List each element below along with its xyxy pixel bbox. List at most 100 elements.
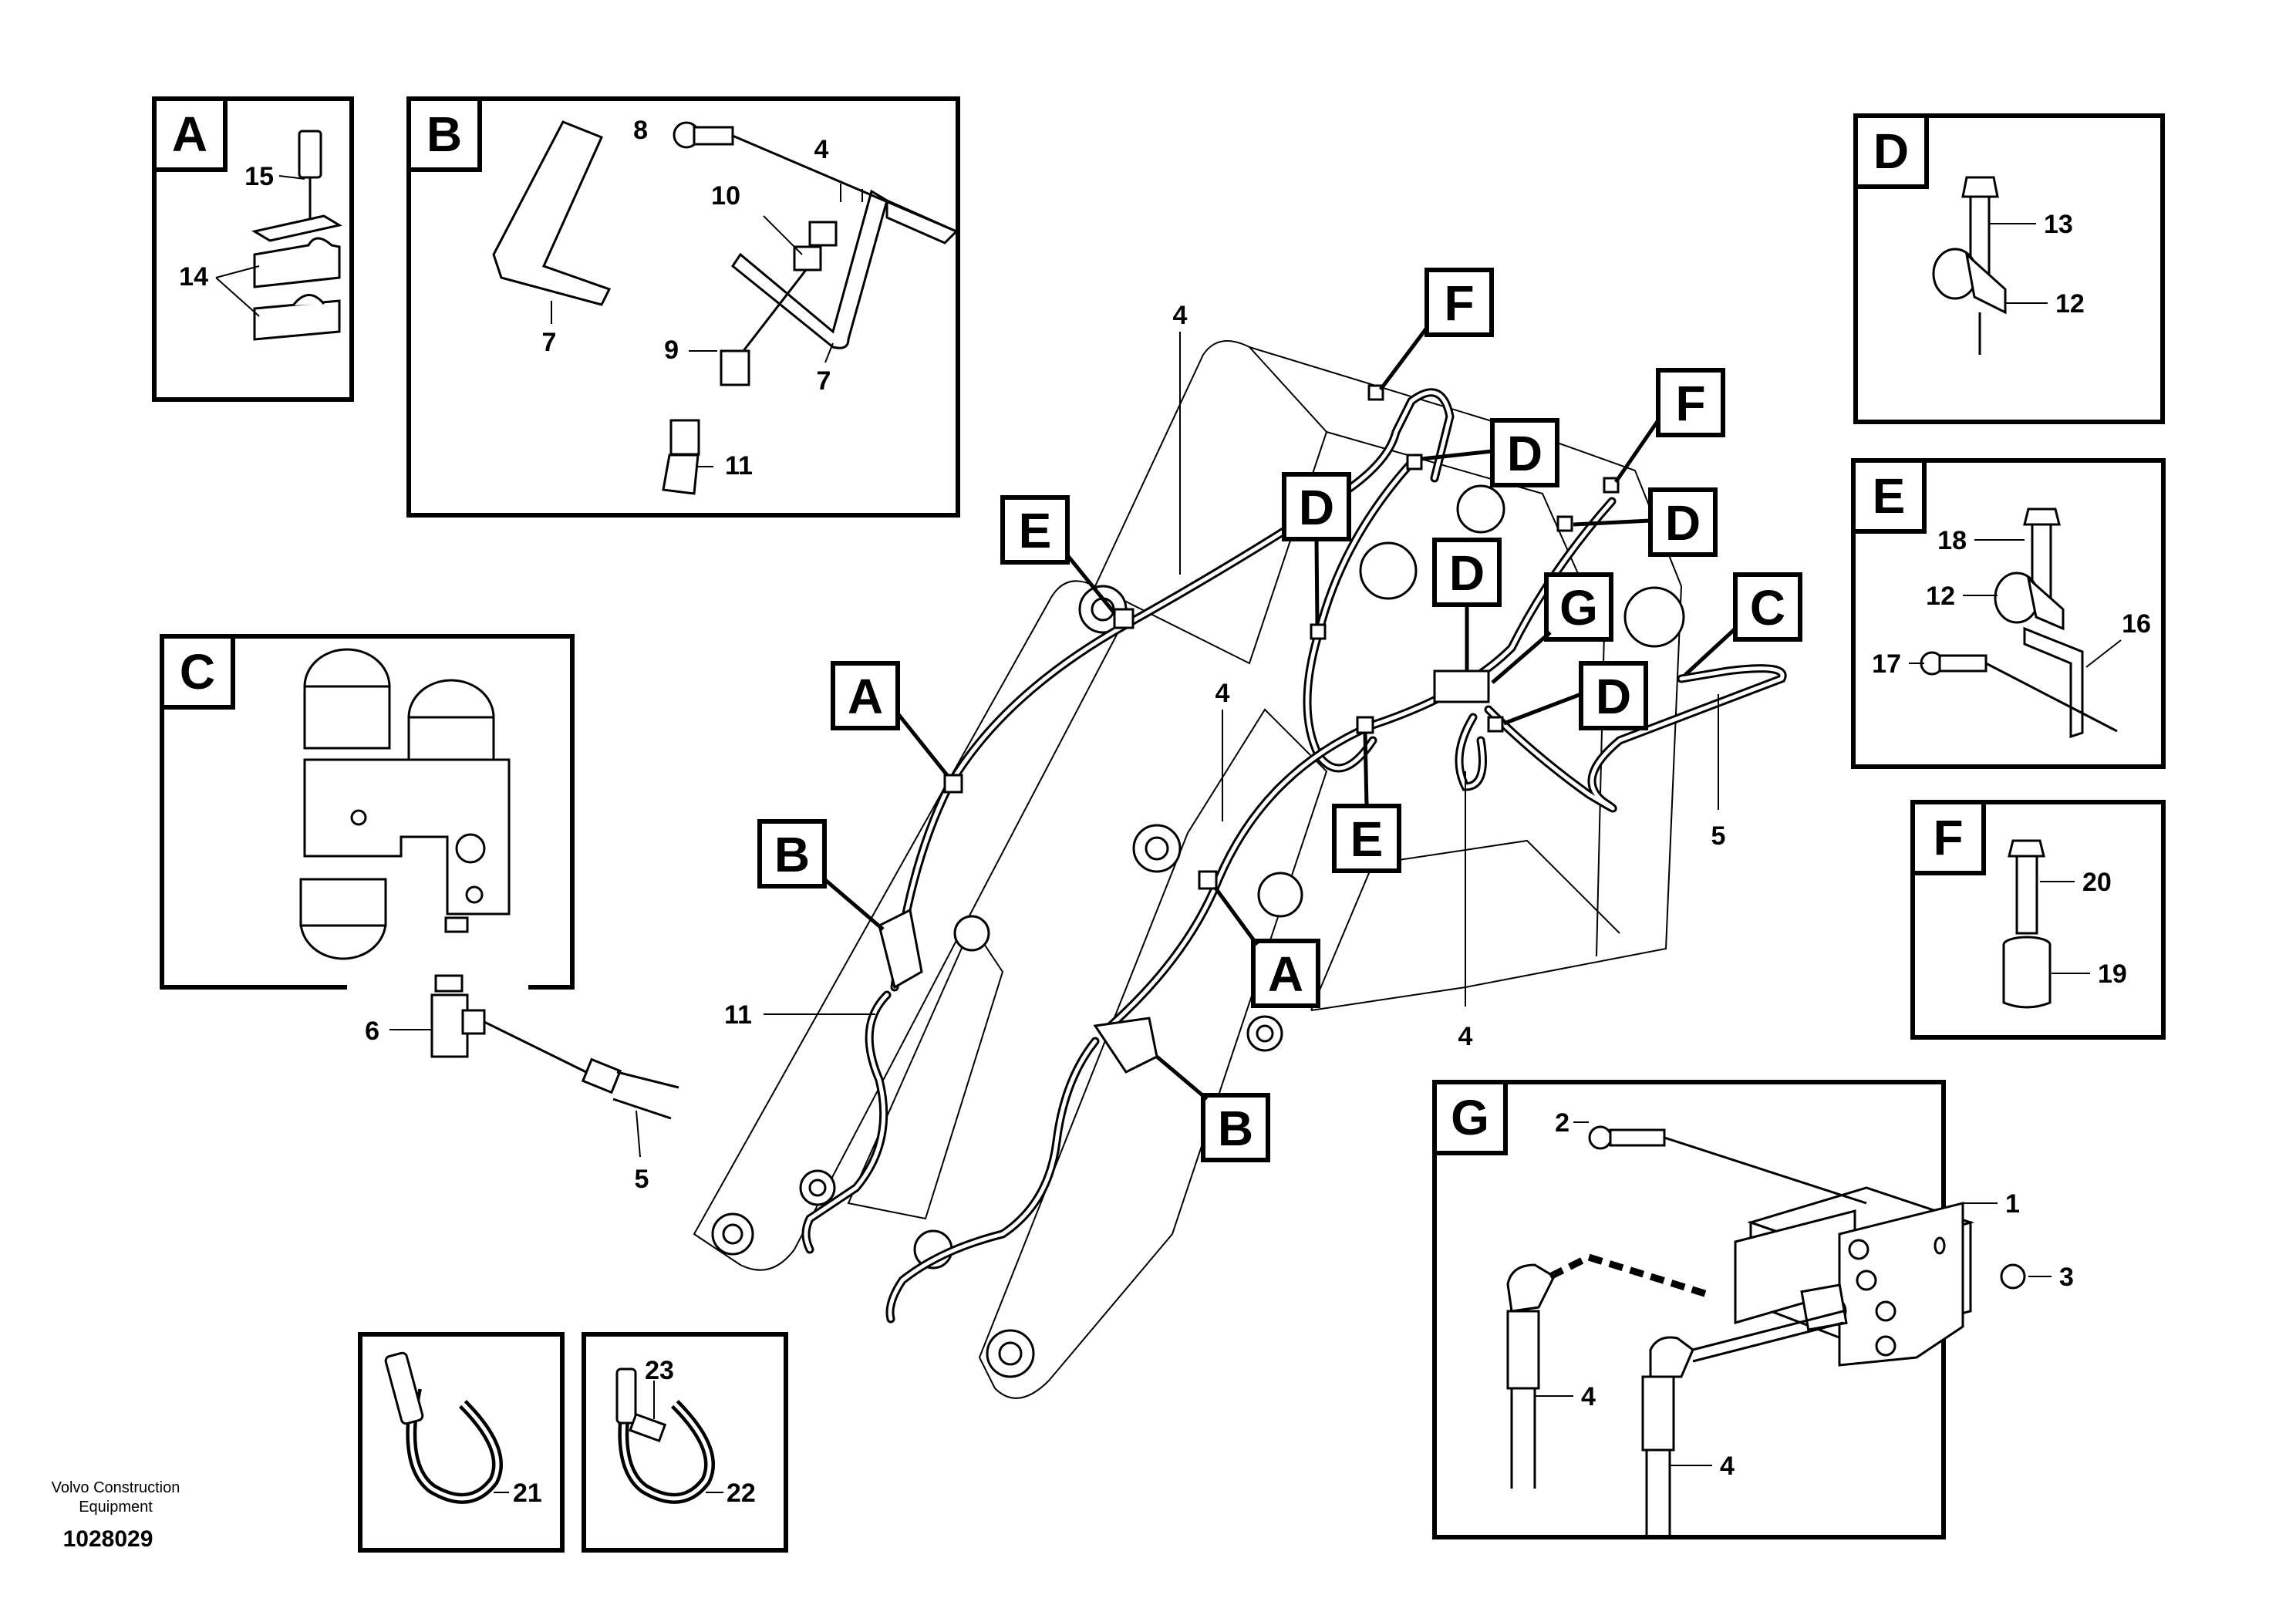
bracket-clamp-icon [1920,508,2118,739]
callout-a-box [831,661,900,730]
frame-lower [1310,839,1620,1011]
detail-e-title: E [1873,468,1906,524]
callout-c-box [1733,572,1802,642]
detail-c-title: C [180,644,215,700]
label-1: 1 [2005,1189,2020,1219]
label-13: 13 [2044,210,2073,239]
credit-block: Volvo Construction Equipment 1028029 [52,1479,180,1552]
callout-d-box [1579,661,1648,730]
credit-line1: Volvo Construction [52,1479,180,1496]
cable-tie-icon [384,1351,503,1504]
detail-e-title-box [1851,458,1927,534]
label-4-main-bottom: 4 [1458,1022,1473,1051]
p-clamp-bolt-icon [1932,176,2007,355]
pivot-pin [1256,1024,1274,1043]
callout-d-box [1648,487,1718,557]
callout-b-1: B [774,827,810,882]
label-15: 15 [244,162,274,191]
clamp-d [1487,716,1504,733]
cable-tie-21-frame [358,1332,565,1553]
pivot-pin [808,1179,827,1197]
label-20: 20 [2082,868,2112,897]
callout-d-5: D [1596,669,1631,724]
label-2: 2 [1555,1108,1569,1138]
callout-d-box [1490,418,1559,487]
detail-b-frame [406,96,960,518]
pivot-pin [953,915,990,952]
bracket-b [1093,1017,1158,1074]
label-4-main-mid: 4 [1215,679,1230,708]
bolt-fitting-icon [662,121,957,495]
pivot-pin [998,1341,1023,1366]
callout-d-1: D [1507,426,1542,481]
bracket-right-icon [730,189,959,349]
detail-f-title-box [1910,800,1986,875]
clamp-f [1367,384,1384,401]
detail-g-title-box [1432,1080,1508,1155]
label-4-detail-g-b: 4 [1720,1452,1735,1481]
clamp-a [1198,870,1218,890]
loader-arm-assembly [693,340,1787,1399]
spacer-bolt-icon [2002,839,2052,1009]
clamp-part-icon [251,130,342,341]
detail-cable-tie-22: 23 22 [582,1332,788,1553]
pivot-pin [722,1223,743,1245]
valve-block-icon [1734,1186,1975,1367]
label-12-detail-d: 12 [2055,289,2085,319]
detail-a-frame [152,96,354,402]
bracket-b [878,908,923,990]
callout-e-box [1332,804,1401,873]
callouts: E A B F D D F D D G [757,268,1802,1162]
callout-e-1: E [1019,503,1052,558]
doc-number: 1028029 [63,1526,153,1552]
callout-g-box [1544,572,1613,642]
detail-g-title: G [1451,1090,1489,1145]
callout-f-box [1656,368,1725,437]
callout-e-box [1000,495,1070,565]
label-5-main: 5 [1711,821,1726,851]
callout-a-box [1251,939,1320,1008]
label-4-main-top: 4 [1173,301,1188,330]
detail-d: D 13 12 [1853,113,2165,424]
pivot-pin [1145,836,1169,861]
callout-f-box [1424,268,1494,337]
callout-d-4: D [1449,545,1485,601]
main-labels: 4 4 4 5 11 [724,301,1725,1051]
right-arm [978,708,1328,1399]
tilt-link [847,923,1004,1220]
cable-tie-22-frame [582,1332,788,1553]
callout-a-1: A [848,669,883,724]
detail-cable-tie-21: 21 [358,1332,565,1553]
detail-a-title-box [152,96,228,172]
label-11-main: 11 [724,1000,752,1030]
detail-d-title: D [1873,123,1909,179]
label-4-detail-b: 4 [814,135,829,164]
pivot-pin [1623,586,1685,648]
label-4-detail-g-a: 4 [1581,1382,1596,1411]
label-9: 9 [664,336,679,365]
detail-b-title-box [406,96,482,172]
clamp-e [1356,716,1374,734]
callout-b-box [757,819,827,889]
label-7-left: 7 [542,328,557,357]
detail-d-title-box [1853,113,1929,189]
clamp-d [1406,454,1423,470]
label-12-detail-e: 12 [1926,582,1955,611]
boom-upper [1094,340,1328,665]
clamp-f [1603,477,1620,494]
callout-b-box [1201,1093,1270,1162]
callout-a-2: A [1268,946,1303,1002]
detail-e-frame [1851,458,2166,769]
detail-c-title-box [160,634,235,710]
callout-c-1: C [1750,580,1785,636]
callout-f-1: F [1444,275,1474,331]
callout-b-2: B [1218,1101,1253,1156]
detail-d-frame [1853,113,2165,424]
tee-fitting-icon [430,974,679,1120]
label-16: 16 [2122,609,2151,639]
hose-fitting-icon [1506,1125,2026,1535]
clamp-d [1310,623,1327,640]
label-11-detail-b: 11 [725,451,753,481]
clamp-d [1556,515,1573,532]
